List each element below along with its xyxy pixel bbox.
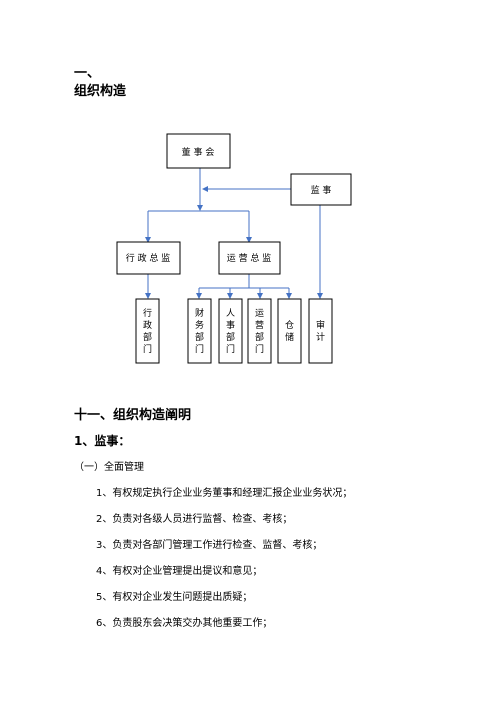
list-item: 4、有权对企业管理提出提议和意见； xyxy=(96,566,263,577)
leaf-label-warehouse: 仓储 xyxy=(285,319,294,343)
admin-director-label: 行 政 总 监 xyxy=(126,252,171,264)
heading-number: 一、 xyxy=(74,66,101,81)
list-item: 3、负责对各部门管理工作进行检查、监督、考核； xyxy=(96,540,323,551)
board-box xyxy=(166,133,231,169)
leaf-box-operations xyxy=(247,298,272,364)
leaf-label-admin: 行政部门 xyxy=(143,307,152,355)
leaf-label-hr: 人事部门 xyxy=(226,308,235,355)
page-title: 组织构造 xyxy=(74,84,127,99)
leaf-box-audit xyxy=(308,298,333,364)
leaf-box-admin xyxy=(135,298,160,364)
supervisor-box xyxy=(290,173,352,206)
subsection-title: 1、监事： xyxy=(74,434,131,448)
operations-director-label: 运 营 总 监 xyxy=(227,252,272,264)
operations-director-box xyxy=(218,241,281,275)
list-item: 6、负责股东会决策交办其他重要工作； xyxy=(96,618,273,629)
leaf-label-audit: 审计 xyxy=(316,319,325,343)
list-item: 1、有权规定执行企业业务董事和经理汇报企业业务状况； xyxy=(96,488,353,499)
subsubsection-title: （一）全面管理 xyxy=(74,462,144,473)
leaf-label-finance: 财务部门 xyxy=(195,307,204,355)
section-title: 十一、组织构造阐明 xyxy=(74,408,192,423)
leaf-box-hr xyxy=(218,298,243,364)
leaf-box-warehouse xyxy=(277,298,302,364)
leaf-label-operations: 运营部门 xyxy=(255,308,264,355)
supervisor-label: 监 事 xyxy=(311,184,332,196)
list-item: 5、有权对企业发生问题提出质疑； xyxy=(96,592,253,603)
board-label: 董 事 会 xyxy=(182,146,215,158)
list-item: 2、负责对各级人员进行监督、检查、考核； xyxy=(96,514,293,525)
leaf-box-finance xyxy=(187,298,212,364)
admin-director-box xyxy=(116,241,181,275)
